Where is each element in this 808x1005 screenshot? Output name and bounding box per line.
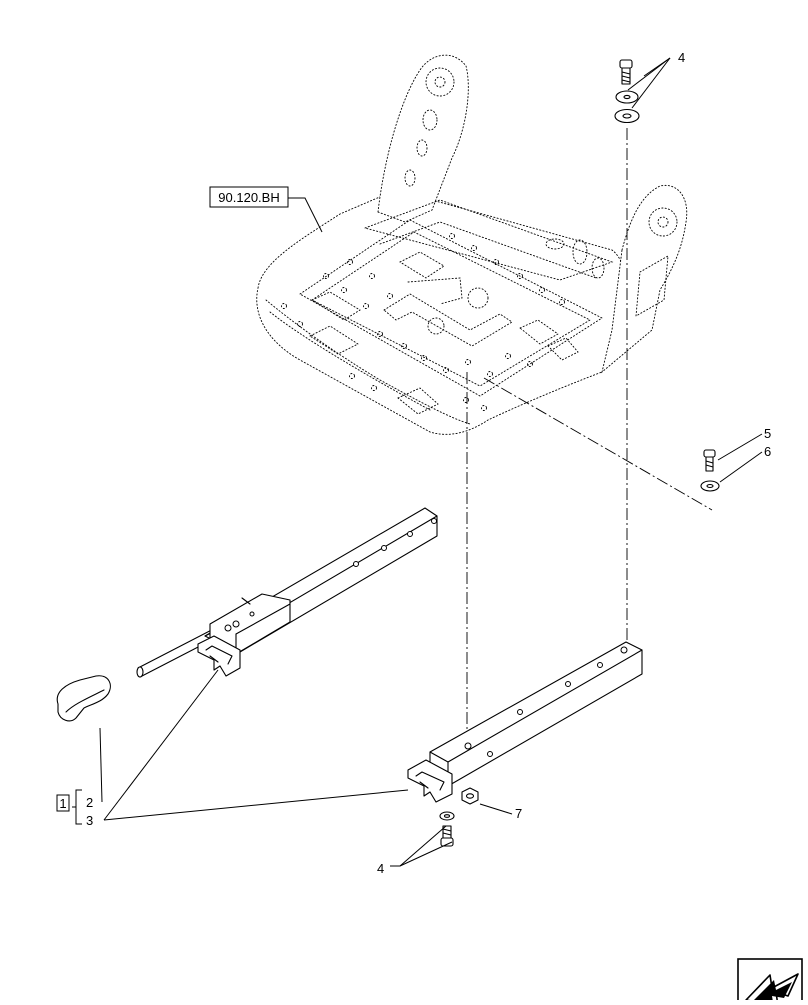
nut-lower xyxy=(461,787,479,805)
seat-frame xyxy=(256,54,688,435)
bolt-and-washer-lower xyxy=(439,811,455,847)
seat-rail-upper xyxy=(136,507,438,678)
assembly-center-lines xyxy=(466,128,713,740)
bolt-and-washers-top xyxy=(614,59,640,124)
seat-frame-holes xyxy=(281,233,565,411)
callout-6: 6 xyxy=(764,444,771,459)
reference-box-label: 90.120.BH xyxy=(218,190,279,205)
seat-rail-lower xyxy=(407,641,643,803)
callout-5: 5 xyxy=(764,426,771,441)
screw-and-washer-right xyxy=(700,449,720,492)
callout-3: 3 xyxy=(86,813,93,828)
next-page-arrow-icon[interactable] xyxy=(737,958,803,1005)
callout-labels: 90.120.BH 4 5 6 7 4 2 3 1 xyxy=(56,50,771,876)
callout-2: 2 xyxy=(86,795,93,810)
callout-4-top: 4 xyxy=(678,50,685,65)
leader-lines xyxy=(72,57,763,867)
callout-4-bottom: 4 xyxy=(377,861,384,876)
reference-box-frame xyxy=(209,186,289,208)
callout-7: 7 xyxy=(515,806,522,821)
lever-handle-grip xyxy=(56,675,111,722)
callout-1-frame xyxy=(56,794,70,812)
callout-1: 1 xyxy=(59,796,66,811)
